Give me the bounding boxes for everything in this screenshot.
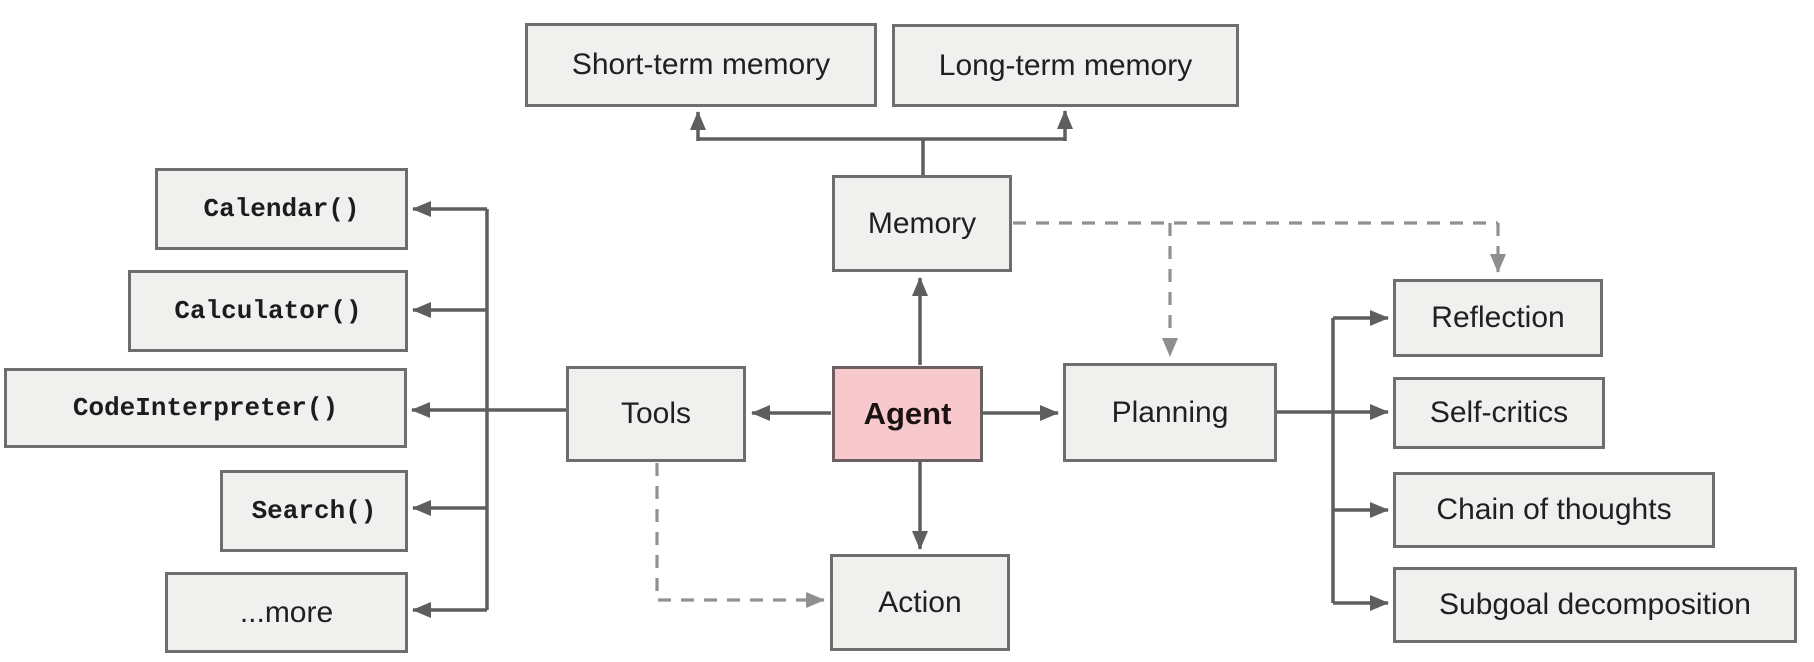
node-planning: Planning xyxy=(1063,363,1277,462)
node-calculator-tool-label: Calculator() xyxy=(174,296,362,326)
node-self-critics-label: Self-critics xyxy=(1429,396,1569,429)
node-self-critics: Self-critics xyxy=(1393,377,1605,449)
node-calculator-tool: Calculator() xyxy=(128,270,408,352)
solid-edges xyxy=(411,110,1389,618)
node-search-tool-label: Search() xyxy=(251,496,377,526)
node-memory-label: Memory xyxy=(867,206,977,240)
dashed-edges xyxy=(655,221,1506,608)
node-agent: Agent xyxy=(832,366,983,462)
node-tools-label: Tools xyxy=(620,397,692,430)
node-code-interpreter-tool-label: CodeInterpreter() xyxy=(72,393,339,423)
node-subgoal-decomposition-label: Subgoal decomposition xyxy=(1439,588,1751,621)
node-agent-label: Agent xyxy=(863,396,952,431)
node-long-term-memory-label: Long-term memory xyxy=(938,48,1193,82)
node-search-tool: Search() xyxy=(220,470,408,552)
node-tools: Tools xyxy=(566,366,746,462)
node-short-term-memory-label: Short-term memory xyxy=(571,48,831,81)
node-reflection-label: Reflection xyxy=(1431,301,1565,334)
node-chain-of-thoughts: Chain of thoughts xyxy=(1393,472,1715,548)
node-subgoal-decomposition: Subgoal decomposition xyxy=(1393,567,1797,643)
node-more-tools-label: ...more xyxy=(239,595,334,629)
node-chain-of-thoughts-label: Chain of thoughts xyxy=(1436,493,1672,526)
node-calendar-tool-label: Calendar() xyxy=(203,194,360,224)
node-more-tools: ...more xyxy=(165,572,408,653)
node-action-label: Action xyxy=(878,585,962,619)
node-planning-label: Planning xyxy=(1111,395,1229,429)
node-long-term-memory: Long-term memory xyxy=(892,24,1239,107)
node-action: Action xyxy=(830,554,1010,651)
node-memory: Memory xyxy=(832,175,1012,272)
node-short-term-memory: Short-term memory xyxy=(525,23,877,107)
node-reflection: Reflection xyxy=(1393,279,1603,357)
node-calendar-tool: Calendar() xyxy=(155,168,408,250)
node-code-interpreter-tool: CodeInterpreter() xyxy=(4,368,407,448)
